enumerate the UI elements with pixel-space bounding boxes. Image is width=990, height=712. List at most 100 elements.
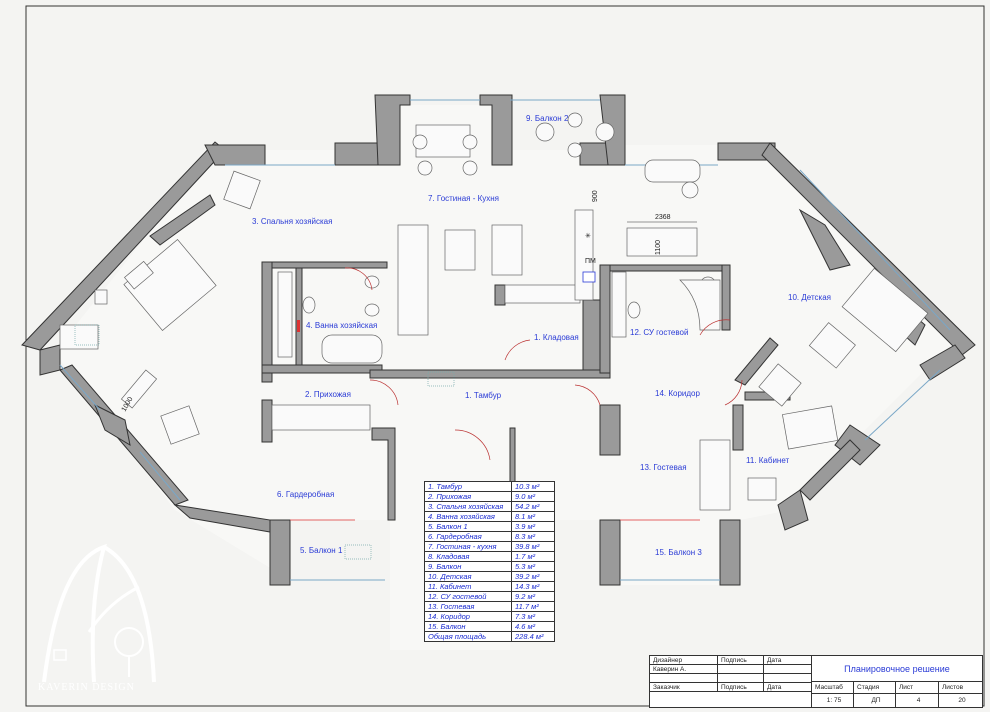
wall-guest-right xyxy=(732,404,744,451)
logo-text: KAVERIN DESIGN xyxy=(38,682,135,692)
stamp-stage: ДП xyxy=(854,694,896,707)
legend-room-area: 5.3 м² xyxy=(511,561,555,572)
wall-su-right xyxy=(721,264,731,331)
pm-label: ПМ xyxy=(585,258,596,265)
legend-room-name: 15. Балкон xyxy=(424,621,512,632)
wardrobe xyxy=(271,404,700,521)
legend-room-name: 11. Кабинет xyxy=(424,581,512,592)
wall-right-corner xyxy=(777,489,809,531)
wall-bottom-left xyxy=(269,519,291,586)
dim-1100: 1100 xyxy=(655,240,662,255)
wall-right-bottom xyxy=(834,424,881,466)
wall-tambur-top xyxy=(369,369,611,379)
stamp-date1: Дата xyxy=(764,656,812,665)
legend-room-area: 1.7 м² xyxy=(511,551,555,562)
legend-room-area: 54.2 м² xyxy=(511,501,555,512)
stamp-scale-label: Масштаб xyxy=(812,681,854,694)
legend-room-name: 6. Гардеробная xyxy=(424,531,512,542)
room-label-5: 5. Балкон 1 xyxy=(300,546,343,555)
tambur-rug xyxy=(74,324,455,560)
room-label-13: 13. Гостевая xyxy=(640,463,687,472)
title-block: Дизайнер Подпись Дата Каверин А. Заказчи… xyxy=(649,655,983,708)
legend-room-area: 9.0 м² xyxy=(511,491,555,502)
stamp-sheet-label: Лист xyxy=(896,681,939,694)
room-label-6: 6. Гардеробная xyxy=(277,490,334,499)
wall-bottom-r1 xyxy=(599,519,621,586)
legend-room-name: 4. Ванна хозяйская xyxy=(424,511,512,522)
stamp-signature2: Подпись xyxy=(718,683,764,692)
wall-bath-left xyxy=(261,261,273,383)
room-label-10: 10. Детская xyxy=(788,293,831,302)
legend-room-area: 39.8 м² xyxy=(511,541,555,552)
stamp-date2: Дата xyxy=(764,683,812,692)
wall-su-left xyxy=(599,264,611,374)
wall-right-mid xyxy=(919,344,966,381)
children-room-furniture xyxy=(644,159,929,369)
bathroom-fixtures xyxy=(277,271,383,364)
legend-room-name: 9. Балкон xyxy=(424,561,512,572)
kaverin-design-logo: KAVERIN DESIGN xyxy=(38,543,156,692)
legend-room-name: 7. Гостиная - кухня xyxy=(424,541,512,552)
wall-right-pillar xyxy=(798,208,851,271)
legend-room-name: 14. Коридор xyxy=(424,611,512,622)
stamp-stage-label: Стадия xyxy=(854,681,896,694)
guest-wc-fixtures xyxy=(611,227,721,338)
room-label-3: 3. Спальня хозяйская xyxy=(252,217,332,226)
stamp-sheets: 20 xyxy=(958,697,966,704)
room-label-1: 1. Тамбур xyxy=(465,391,502,400)
legend-room-area: 11.7 м² xyxy=(511,601,555,612)
study-furniture xyxy=(747,363,839,501)
wall-su-top xyxy=(609,264,731,272)
legend-room-area: 10.3 м² xyxy=(511,481,555,492)
legend-room-area: 228.4 м² xyxy=(511,631,555,642)
wall-top-a xyxy=(334,142,381,166)
legend-room-name: 10. Детская xyxy=(424,571,512,582)
legend-room-area: 14.3 м² xyxy=(511,581,555,592)
legend-room-area: 4.6 м² xyxy=(511,621,555,632)
wall-wardrobe-top xyxy=(261,399,273,443)
legend-room-name: 13. Гостевая xyxy=(424,601,512,612)
stamp-signature1: Подпись xyxy=(718,656,764,665)
stamp-customer: Заказчик xyxy=(650,683,718,692)
stamp-title: Планировочное решение xyxy=(812,656,982,682)
stamp-designer: Дизайнер xyxy=(650,656,718,665)
stamp-sheets-label: Листов xyxy=(939,681,982,694)
legend-room-name: Общая площадь xyxy=(424,631,512,642)
wall-bottom-entry xyxy=(371,427,396,521)
legend-room-name: 8. Кладовая xyxy=(424,551,512,562)
legend-room-name: 3. Спальня хозяйская xyxy=(424,501,512,512)
room-label-15: 15. Балкон 3 xyxy=(655,548,702,557)
legend-room-area: 8.1 м² xyxy=(511,511,555,522)
svg-text:✳: ✳ xyxy=(585,232,591,240)
wall-bath-mid xyxy=(295,267,303,369)
living-kitchen-furniture: ПМ ✳ xyxy=(397,124,596,336)
room-label-9: 9. Балкон 2 xyxy=(526,114,569,123)
sheet-frame xyxy=(25,5,985,707)
legend-room-name: 1. Тамбур xyxy=(424,481,512,492)
wall-bath-bottom xyxy=(261,364,383,374)
room-label-2: 2. Прихожая xyxy=(305,390,351,399)
wall-left-top-pillar xyxy=(204,144,266,166)
dim-2368: 2368 xyxy=(655,214,671,221)
wall-right-diag xyxy=(799,439,861,501)
legend-room-name: 5. Балкон 1 xyxy=(424,521,512,532)
guest-room-furniture xyxy=(699,439,731,511)
wall-top-b xyxy=(374,94,411,166)
bedroom-furniture xyxy=(59,170,261,445)
wall-left-bottom xyxy=(39,344,61,376)
doors xyxy=(344,267,743,461)
room-label-12: 12. СУ гостевой xyxy=(630,328,688,337)
